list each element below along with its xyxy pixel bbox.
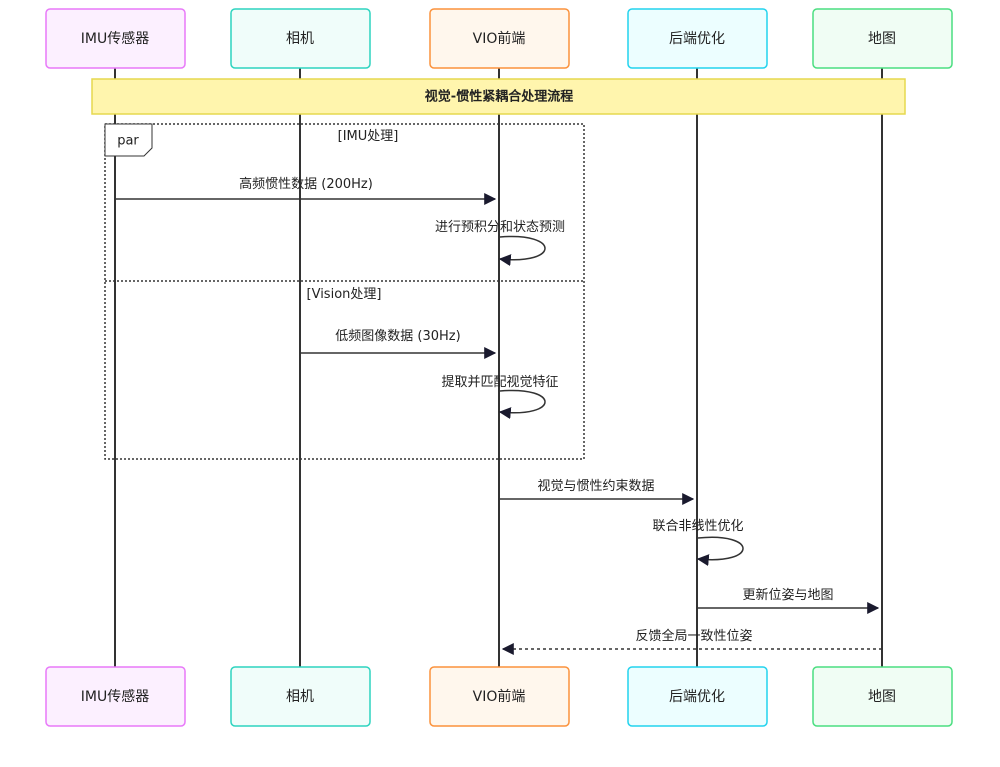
self-arrow [696, 536, 744, 567]
note-text: 视觉-惯性紧耦合处理流程 [425, 89, 573, 105]
lifelines [114, 68, 883, 667]
message-7: 更新位姿与地图 [697, 587, 880, 614]
actor-label: 相机 [286, 31, 314, 47]
message-1: 高频惯性数据 (200Hz) [115, 176, 497, 205]
message-label: 提取并匹配视觉特征 [441, 374, 558, 390]
message-5: 视觉与惯性约束数据 [499, 478, 695, 505]
message-6: 联合非线性优化 [652, 519, 744, 567]
actor-label: IMU传感器 [81, 30, 149, 47]
message-3: 低频图像数据 (30Hz) [300, 329, 497, 359]
actor-label: VIO前端 [473, 30, 526, 47]
message-label: 进行预积分和状态预测 [435, 220, 565, 235]
actor-backend-bottom: 后端优化 [627, 666, 768, 727]
message-label: 联合非线性优化 [652, 519, 743, 534]
section-label-vision: [Vision处理] [307, 287, 382, 302]
actor-imu-top: IMU传感器 [45, 8, 186, 69]
self-arrow [498, 235, 546, 267]
message-label: 反馈全局一致性位姿 [635, 628, 752, 644]
self-arrow [498, 389, 546, 420]
par-frame: par [IMU处理] [Vision处理] [104, 123, 585, 460]
actor-label: VIO前端 [473, 688, 526, 705]
actor-label: 后端优化 [669, 689, 725, 705]
note: 视觉-惯性紧耦合处理流程 [91, 78, 906, 115]
message-label: 更新位姿与地图 [742, 587, 833, 603]
actor-vio-bottom: VIO前端 [429, 666, 570, 727]
section-label-imu: [IMU处理] [338, 129, 399, 144]
actor-label: 地图 [868, 689, 896, 705]
message-4: 提取并匹配视觉特征 [441, 374, 559, 420]
message-label: 低频图像数据 (30Hz) [335, 329, 460, 344]
message-8: 反馈全局一致性位姿 [501, 628, 882, 655]
actor-label: 后端优化 [669, 31, 725, 47]
message-label: 高频惯性数据 (200Hz) [239, 176, 373, 192]
message-label: 视觉与惯性约束数据 [537, 478, 654, 494]
actor-vio-top: VIO前端 [429, 8, 570, 69]
par-label: par [117, 134, 139, 149]
actor-map-bottom: 地图 [812, 666, 953, 727]
actor-map-top: 地图 [812, 8, 953, 69]
actor-imu-bottom: IMU传感器 [45, 666, 186, 727]
actor-label: 地图 [868, 31, 896, 47]
actor-backend-top: 后端优化 [627, 8, 768, 69]
actor-cam-top: 相机 [230, 8, 371, 69]
message-2: 进行预积分和状态预测 [435, 220, 565, 267]
actor-label: IMU传感器 [81, 688, 149, 705]
actor-label: 相机 [286, 689, 314, 705]
actor-cam-bottom: 相机 [230, 666, 371, 727]
